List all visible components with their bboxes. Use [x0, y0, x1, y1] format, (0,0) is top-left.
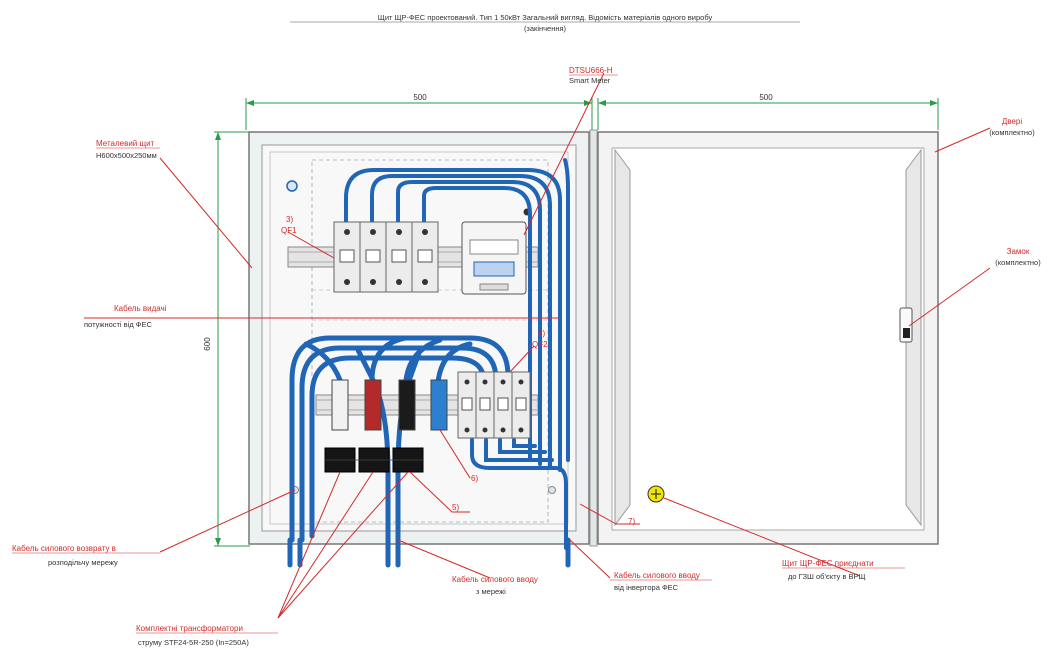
output-cable-sublabel: потужності від ФЕС: [84, 320, 153, 329]
cabinet-label: Металевий щит: [96, 139, 155, 148]
return-cable-sublabel: розподільчу мережу: [48, 558, 118, 567]
ct-sublabel: струму STF24-5R-250 (In=250A): [138, 638, 249, 647]
cabinet-size-label: Н600х500х250мм: [96, 151, 157, 160]
ground-label: Щит ЩР-ФЕС приєднати: [782, 559, 874, 568]
breaker1-number: 3): [286, 215, 293, 224]
output-cable-label: Кабель видачі: [114, 304, 167, 313]
input-cable-label: Кабель силового вводу: [452, 575, 538, 584]
callout-7: 7): [628, 517, 635, 526]
breaker-qf2: [457, 371, 531, 439]
meter-sublabel: Smart Meter: [569, 76, 611, 85]
leader-lines: [84, 72, 991, 619]
smart-meter: [461, 221, 527, 295]
terminal-blocks: [331, 379, 448, 431]
meter-label: DTSU666-H: [569, 66, 613, 75]
breaker2-label: QF2: [532, 340, 548, 349]
doors-label: Двері: [1002, 117, 1022, 126]
dimension-left-width: 500: [413, 93, 427, 102]
input-cable-sublabel: з мережі: [476, 587, 506, 596]
breaker-qf1: [333, 221, 439, 293]
lock-label: Замок: [1007, 247, 1030, 256]
return-cable-label: Кабель силового возврату в: [12, 544, 116, 553]
inverter-cable-label: Кабель силового вводу: [614, 571, 700, 580]
dimension-height: 600: [203, 337, 212, 351]
inverter-cable-sublabel: від інвертора ФЕС: [614, 583, 679, 592]
door-lock-icon: [899, 307, 913, 343]
ct-label: Комплектні трансформатори: [136, 624, 243, 633]
current-transformers: [324, 447, 424, 473]
dimension-right-width: 500: [759, 93, 773, 102]
ground-icon: [647, 485, 665, 503]
breaker2-number: 4): [538, 329, 545, 338]
callout-6: 6): [471, 474, 478, 483]
doors-sublabel: (комплектно): [989, 128, 1035, 137]
callout-5: 5): [452, 503, 459, 512]
ground-sublabel: до ГЗШ об'єкту в ВРЩ: [788, 572, 866, 581]
door-hinge: [589, 129, 598, 547]
lock-sublabel: (комплектно): [995, 258, 1041, 267]
cabinet-door: [597, 131, 939, 545]
diagram-subtitle: (закінчення): [524, 24, 567, 33]
breaker1-label: QF1: [281, 226, 297, 235]
diagram-title: Щит ЩР-ФЕС проектований. Тип 1 50кВт Заг…: [378, 13, 713, 22]
